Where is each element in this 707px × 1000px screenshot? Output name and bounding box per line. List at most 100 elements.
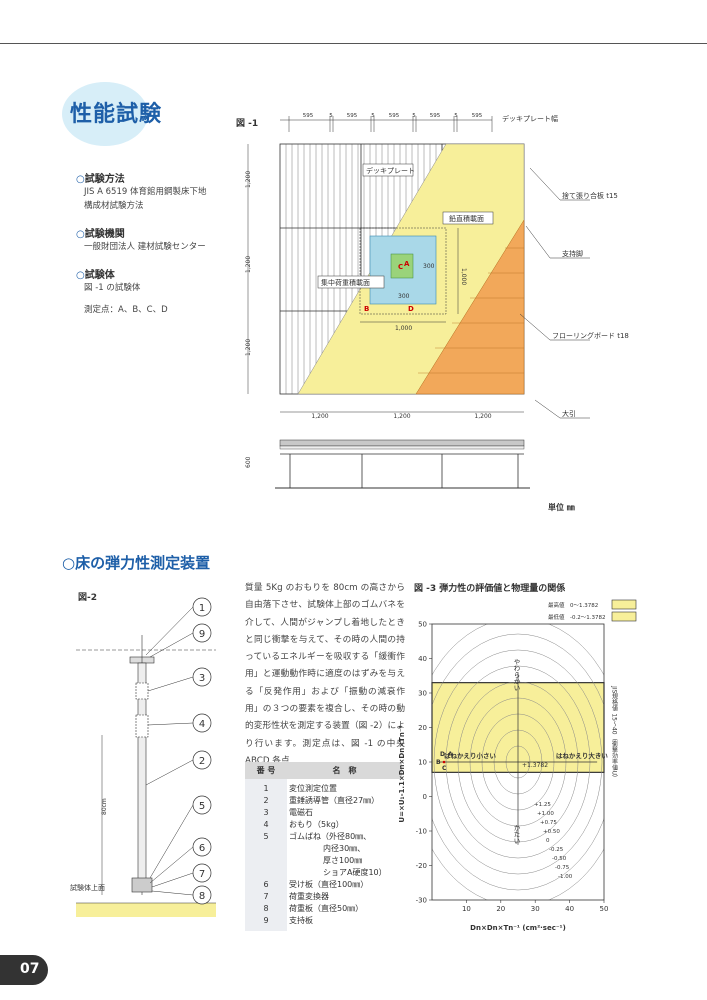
dim-side: 600 bbox=[245, 456, 252, 468]
table-header: 番 号 bbox=[245, 762, 287, 779]
contour-label: -0.25 bbox=[549, 847, 564, 853]
dim-text: 595 bbox=[430, 113, 441, 119]
page-number: 07 bbox=[20, 961, 40, 977]
dim-left: 1,200 bbox=[245, 256, 252, 273]
fig2-num: 5 bbox=[199, 801, 205, 812]
title-bubble bbox=[62, 82, 148, 146]
annotation-high-rebound: はねかえり大きい bbox=[556, 751, 609, 760]
dim-text: 5 bbox=[371, 113, 375, 119]
dim-300-v: 300 bbox=[423, 263, 435, 270]
y-tick-label: 40 bbox=[418, 655, 427, 663]
fig2-num: 1 bbox=[199, 603, 205, 614]
fig2-num: 8 bbox=[199, 891, 205, 902]
point-b: B bbox=[364, 305, 369, 313]
top-rule bbox=[0, 43, 707, 44]
dim-text: 5 bbox=[412, 113, 416, 119]
chart-point: D bbox=[440, 751, 445, 758]
dim-text: 595 bbox=[389, 113, 400, 119]
annotation-soft: やわらかい bbox=[512, 658, 520, 691]
y-tick-label: -30 bbox=[416, 897, 427, 905]
callout-joist: 大引 bbox=[562, 409, 576, 418]
contour-label: +1.25 bbox=[534, 802, 551, 808]
fig2-num: 7 bbox=[199, 869, 205, 880]
fig2-base-label: 試験体上面 bbox=[70, 883, 105, 892]
section-line: JIS A 6519 体育館用鋼製床下地 bbox=[84, 187, 207, 197]
y-tick-label: 20 bbox=[418, 724, 427, 732]
fig2-num: 4 bbox=[199, 719, 205, 730]
unit-label: 単位 ㎜ bbox=[548, 502, 575, 512]
y-tick-label: 50 bbox=[418, 621, 427, 629]
chart-point: C bbox=[442, 765, 447, 772]
table-row: ショアA硬度10） bbox=[245, 867, 402, 879]
section-line: 一般財団法人 建材試験センター bbox=[84, 242, 206, 252]
fig2-dim: 80cm bbox=[101, 798, 108, 815]
label-concentrated-load: 集中荷重積載面 bbox=[321, 278, 370, 287]
dim-text: 5 bbox=[454, 113, 458, 119]
annotation-low-rebound: はねかえり小さい bbox=[444, 751, 497, 760]
dim-bottom: 1,200 bbox=[474, 413, 491, 420]
fig1-label: 図 -1 bbox=[236, 119, 259, 129]
section-line: 図 -1 の試験体 bbox=[84, 283, 141, 293]
contour-label: +1.00 bbox=[537, 811, 554, 817]
legend-value: -0.2〜1.3782 bbox=[570, 615, 605, 621]
contour-label: -0.75 bbox=[555, 865, 570, 871]
x-tick-label: 30 bbox=[531, 905, 540, 913]
dim-text: 595 bbox=[347, 113, 358, 119]
annotation-jis: JIS規格値 15〜40（衝撃効率値U） bbox=[611, 685, 618, 781]
section-line: 測定点：A、B、C、D bbox=[84, 305, 168, 315]
description-paragraph: 質量 5Kg のおもりを 80cm の高さから自由落下させ、試験体上部のゴムバネ… bbox=[245, 583, 405, 766]
x-tick-label: 40 bbox=[565, 905, 574, 913]
fig2-num: 2 bbox=[199, 756, 205, 767]
chart-point-marker bbox=[442, 760, 446, 764]
dim-left: 1,200 bbox=[245, 171, 252, 188]
contour-label: +0.50 bbox=[543, 829, 560, 835]
annotation-hard: かたい bbox=[512, 824, 520, 844]
center-label: +1.3782 bbox=[522, 762, 548, 769]
contour-label: -1.00 bbox=[558, 874, 573, 880]
point-d: D bbox=[408, 305, 414, 313]
x-tick-label: 10 bbox=[462, 905, 471, 913]
dim-text: 5 bbox=[329, 113, 333, 119]
legend-label: 最高値 bbox=[548, 601, 565, 609]
legend-swatch bbox=[611, 611, 637, 622]
y-tick-label: 0 bbox=[423, 793, 427, 801]
table-row: 内径30㎜、 bbox=[245, 843, 402, 855]
dim-1000-v: 1,000 bbox=[460, 268, 467, 285]
fig2-label: 図-2 bbox=[78, 593, 97, 603]
y-axis-label: U=×U₁-1.1×Dn×Dn×Tn⁻¹ bbox=[398, 725, 406, 822]
chart-title: 図 -3 弾力性の評価値と物理量の関係 bbox=[414, 584, 566, 594]
fig2-apparatus: 80cm 試験体上面 1 9 3 4 2 5 6 7 8 bbox=[70, 597, 216, 917]
contour-label: -0.50 bbox=[552, 856, 567, 862]
label-vertical-load: 鉛直積載面 bbox=[449, 214, 484, 223]
dim-bottom: 1,200 bbox=[393, 413, 410, 420]
fig2-num: 3 bbox=[199, 673, 205, 684]
contour-label: +0.75 bbox=[540, 820, 557, 826]
point-c: C bbox=[398, 263, 403, 271]
contour-line bbox=[433, 649, 603, 875]
y-tick-label: -20 bbox=[416, 862, 427, 870]
section-heading: ○試験機関 bbox=[76, 229, 125, 240]
page-title: 性能試験 bbox=[70, 102, 163, 127]
dim-left: 1,200 bbox=[245, 339, 252, 356]
callout-flooring: フローリングボード t18 bbox=[552, 331, 629, 340]
contour-label: 0 bbox=[546, 838, 550, 844]
section-line bbox=[84, 295, 236, 303]
section-heading: ○試験方法 bbox=[76, 174, 125, 185]
y-tick-label: 10 bbox=[418, 759, 427, 767]
section-title: ○床の弾力性測定装置 bbox=[62, 554, 211, 572]
table-row: 厚さ100㎜ bbox=[245, 855, 402, 867]
fig2-num: 6 bbox=[199, 843, 205, 854]
callout-support-leg: 支持脚 bbox=[562, 249, 583, 258]
x-tick-label: 50 bbox=[600, 905, 609, 913]
dim-text: 595 bbox=[303, 113, 314, 119]
fig1-drawing: 595 5 595 5 595 5 595 5 595 デッキプレート幅 bbox=[245, 113, 629, 512]
y-tick-label: 30 bbox=[418, 690, 427, 698]
